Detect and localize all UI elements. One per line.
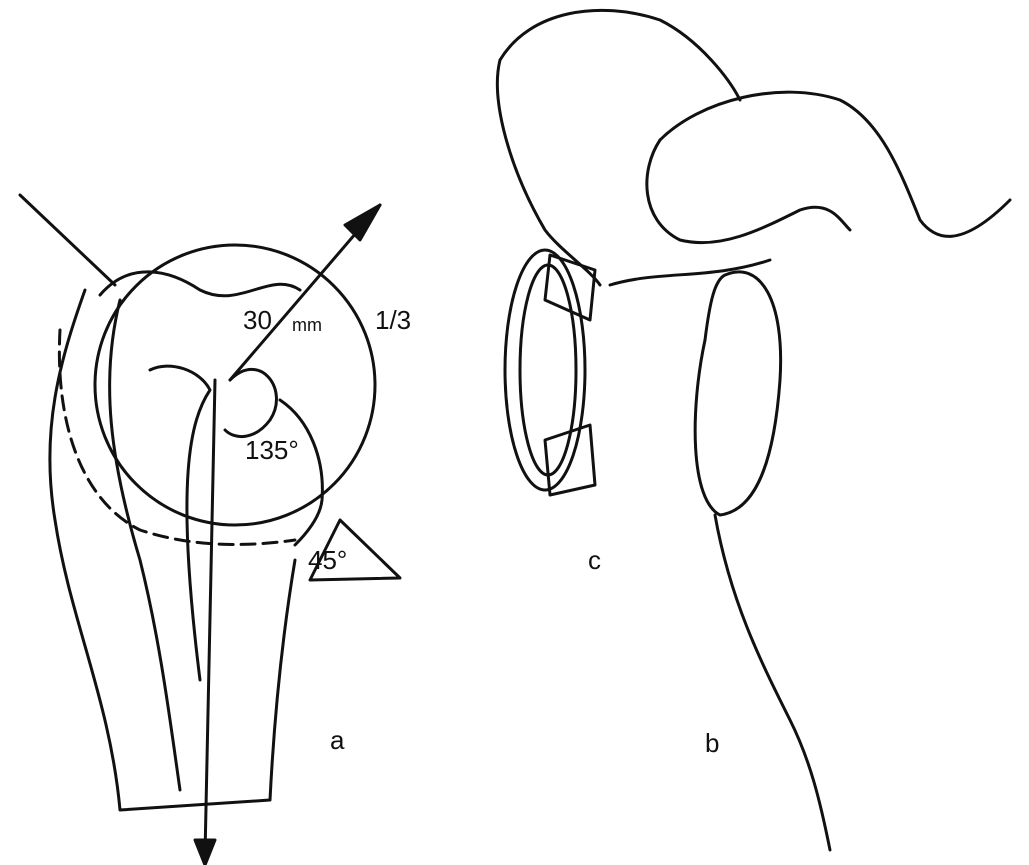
panel-label-b: b bbox=[705, 728, 720, 758]
ring-implant bbox=[503, 248, 597, 497]
radius-unit: mm bbox=[292, 315, 322, 335]
shoulder-drawing bbox=[496, 8, 1012, 852]
shaft-axis-arrow bbox=[203, 378, 217, 857]
inclination-angle-label: 45° bbox=[308, 545, 348, 575]
panel-label-a: a bbox=[330, 725, 345, 755]
humeral-head-circle bbox=[93, 243, 377, 527]
angle-triangle bbox=[308, 518, 402, 582]
neck-angle-label: 135° bbox=[245, 435, 299, 465]
humerus-drawing bbox=[18, 193, 402, 865]
panel-label-c: c bbox=[588, 545, 601, 575]
fraction-label: 1/3 bbox=[375, 305, 412, 335]
radius-value: 30 bbox=[243, 305, 272, 335]
